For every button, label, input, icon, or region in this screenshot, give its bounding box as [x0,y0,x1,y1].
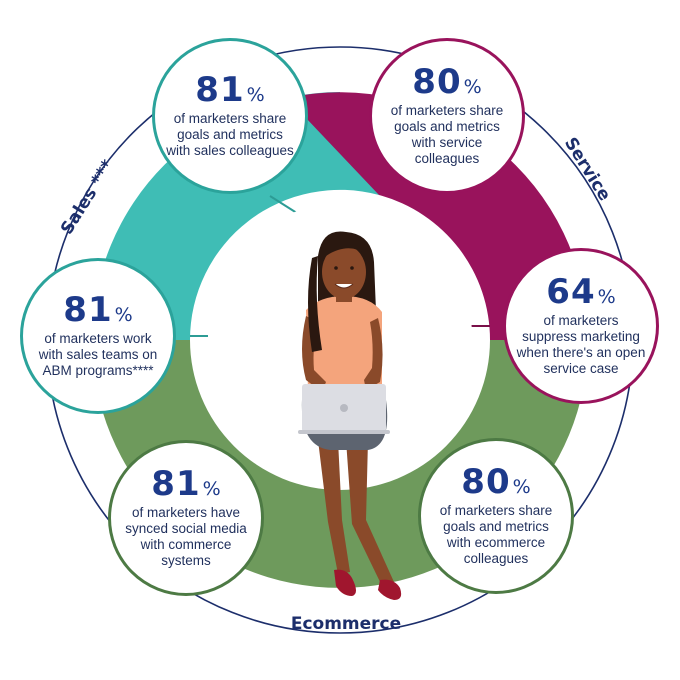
stat-description: of marketers share goals and metrics wit… [390,103,504,166]
stat-circle-social-commerce: 81% of marketers have synced social medi… [108,440,264,596]
laptop-base [298,430,390,434]
left-arm [302,316,326,392]
top [306,296,382,392]
right-leg [346,440,394,586]
stat-unit: % [463,76,482,98]
laptop-logo-icon [340,404,348,412]
hair-side [308,256,322,352]
stat-unit: % [114,304,133,326]
stat-value: 80% [461,465,530,499]
right-arm [364,318,383,390]
service-segment [287,92,588,341]
stat-description: of marketers suppress marketing when the… [516,313,646,376]
stat-value: 81% [63,293,132,327]
face [322,245,366,299]
stat-description: of marketers share goals and metrics wit… [166,111,294,158]
stat-unit: % [597,286,616,308]
stat-number: 81 [151,464,201,504]
stat-number: 81 [63,290,113,330]
left-leg [318,440,350,574]
stat-description: of marketers share goals and metrics wit… [439,503,553,566]
hair-front [320,236,370,262]
stat-unit: % [202,478,221,500]
stat-value: 81% [195,73,264,107]
sales-label: Sales *** [57,156,118,238]
divider-line [269,195,301,216]
stat-circle-service-goals: 80% of marketers share goals and metrics… [369,38,525,194]
sales-segment [92,92,379,340]
eye [334,266,338,270]
ecommerce-label: Ecommerce [291,614,401,634]
eye [350,266,354,270]
stat-description: of marketers have synced social media wi… [125,505,247,568]
stat-unit: % [246,84,265,106]
stat-number: 64 [546,272,596,312]
smile [334,283,354,289]
stat-number: 80 [412,62,462,102]
stat-circle-ecommerce-goals: 80% of marketers share goals and metrics… [418,438,574,594]
right-shoe [378,579,402,600]
left-shoe [334,569,356,596]
stat-description: of marketers work with sales teams on AB… [38,331,158,378]
stat-number: 80 [461,462,511,502]
service-label: Service [560,134,614,205]
stat-value: 64% [546,275,615,309]
stat-unit: % [512,476,531,498]
stat-number: 81 [195,70,245,110]
stat-circle-abm: 81% of marketers work with sales teams o… [20,258,176,414]
stat-value: 80% [412,65,481,99]
stat-circle-suppress: 64% of marketers suppress marketing when… [503,248,659,404]
stat-circle-sales-goals: 81% of marketers share goals and metrics… [152,38,308,194]
stat-value: 81% [151,467,220,501]
woman-with-laptop-illustration [298,231,402,600]
